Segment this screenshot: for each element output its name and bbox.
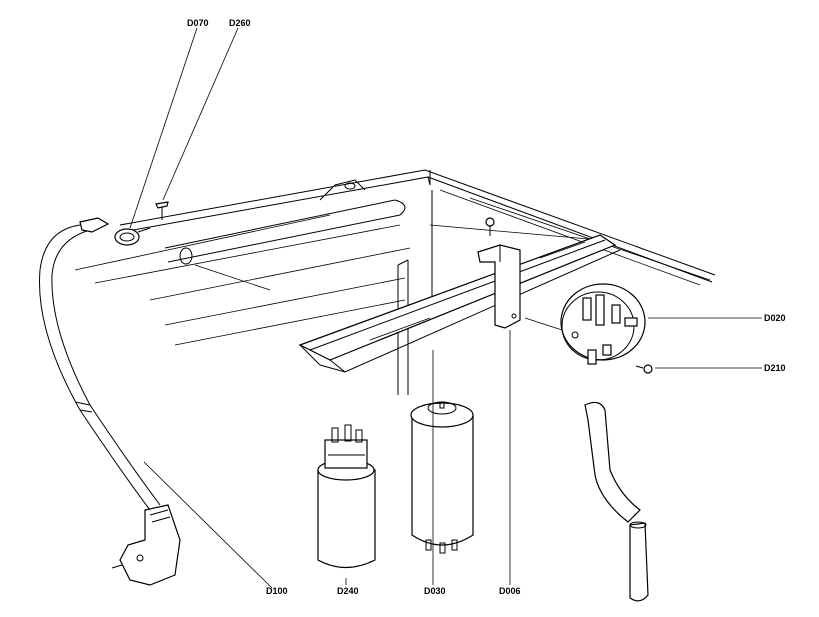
label-d006: D006 [499, 586, 521, 596]
terminal-4 [624, 317, 638, 327]
label-d030: D030 [424, 586, 446, 596]
nut-d210 [635, 364, 653, 374]
clip-d070 [114, 227, 151, 246]
screw-d260 [155, 201, 169, 220]
terminal-2 [595, 294, 605, 326]
leader-lines [129, 27, 762, 589]
thermostat-d020 [560, 283, 646, 365]
label-d240: D240 [337, 586, 359, 596]
label-d260: D260 [229, 18, 251, 28]
label-d210: D210 [764, 363, 786, 373]
terminal-5 [587, 349, 597, 365]
label-d020: D020 [764, 313, 786, 323]
housing-frame [74, 169, 716, 395]
power-cord-d100 [39, 217, 181, 586]
terminal-1 [582, 297, 592, 321]
terminal-6 [602, 344, 612, 356]
label-d070: D070 [187, 18, 209, 28]
terminal-3 [611, 304, 621, 324]
bracket-d006 [477, 217, 521, 329]
capacitor-d030 [410, 401, 474, 554]
capacitor-d240 [317, 424, 376, 569]
label-d100: D100 [266, 586, 288, 596]
hose [584, 401, 649, 602]
